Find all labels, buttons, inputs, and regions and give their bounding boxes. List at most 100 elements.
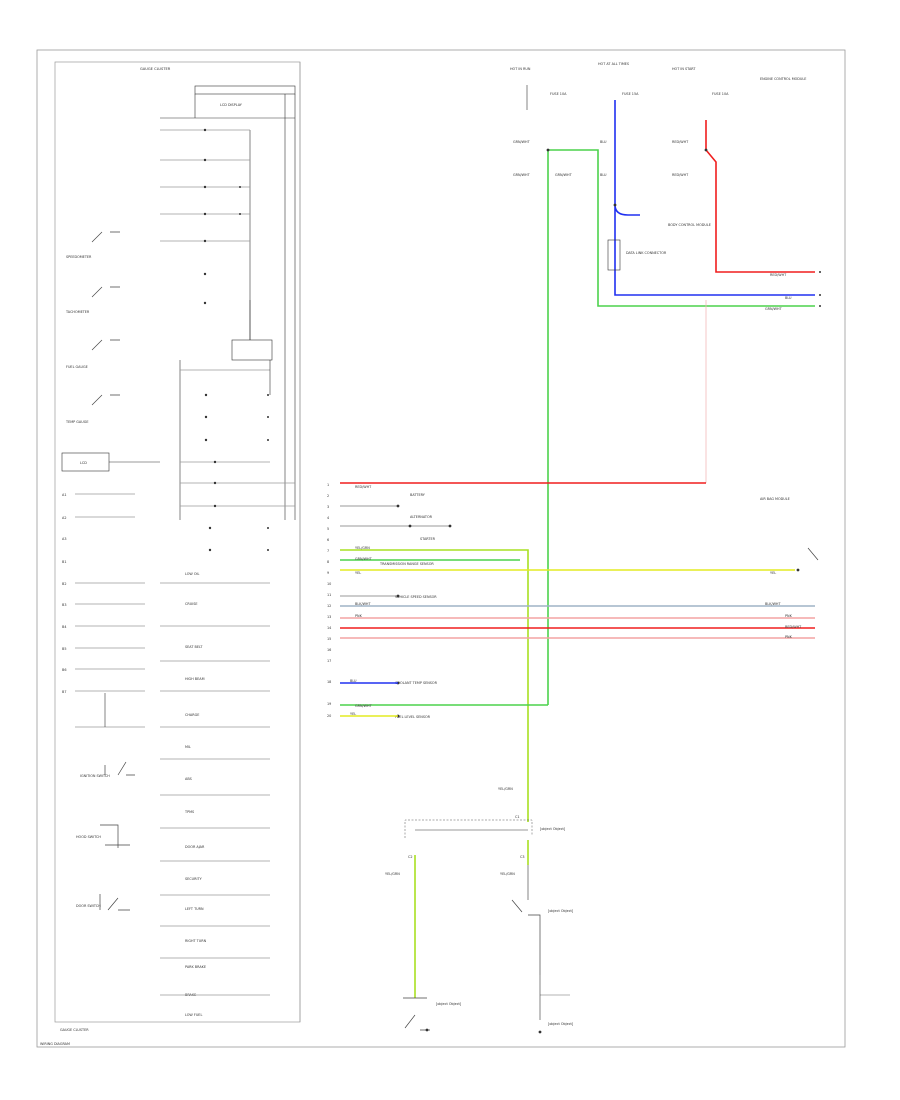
wire-label-pink-r2: PNK bbox=[785, 635, 793, 639]
svg-text:LOW FUEL: LOW FUEL bbox=[185, 1013, 202, 1017]
svg-text:CRUISE: CRUISE bbox=[185, 602, 198, 606]
source-hot-at-all-times: HOT AT ALL TIMES FUSE 15A bbox=[598, 62, 639, 96]
wire-label-red-r: RED/WHT bbox=[785, 625, 802, 629]
svg-text:B7: B7 bbox=[62, 690, 66, 694]
svg-text:B2: B2 bbox=[62, 582, 66, 586]
svg-text:DOOR SWITCH: DOOR SWITCH bbox=[76, 904, 101, 908]
svg-text:ENGINE CONTROL MODULE: ENGINE CONTROL MODULE bbox=[760, 77, 806, 81]
center-connector-pins: 1 2 3 4 5 6 7 8 9 10 11 12 13 14 15 16 1… bbox=[327, 483, 331, 718]
svg-text:2: 2 bbox=[327, 494, 329, 498]
cluster-module bbox=[231, 339, 273, 361]
gauge-switch-temp: TEMP GAUGE bbox=[65, 394, 120, 424]
svg-text:TEMP GAUGE: TEMP GAUGE bbox=[65, 420, 88, 424]
svg-text:10: 10 bbox=[327, 582, 331, 586]
svg-text:HOT AT ALL TIMES: HOT AT ALL TIMES bbox=[598, 62, 629, 66]
svg-text:A1: A1 bbox=[62, 493, 66, 497]
svg-text:17: 17 bbox=[327, 659, 331, 663]
wire-label-lime-3: YEL/GRN bbox=[385, 872, 400, 876]
gauge-switch-tachometer: TACHOMETER bbox=[65, 286, 120, 314]
hood-switch: HOOD SWITCH bbox=[76, 824, 130, 848]
svg-text:FUSE 15A: FUSE 15A bbox=[622, 92, 639, 96]
wire-label-grey-r: BLK/WHT bbox=[765, 602, 781, 606]
svg-text:LEFT TURN: LEFT TURN bbox=[185, 907, 204, 911]
connector-label-c2: C2 bbox=[408, 855, 413, 859]
svg-text:11: 11 bbox=[327, 593, 331, 597]
wire-label-yellow-1: YEL bbox=[355, 571, 361, 575]
svg-text:A2: A2 bbox=[62, 516, 66, 520]
source-ecm: ENGINE CONTROL MODULE bbox=[760, 77, 806, 81]
wire-label-green-center: GRN/WHT bbox=[355, 557, 373, 561]
svg-text:9: 9 bbox=[327, 571, 329, 575]
wire-label-lime-1: YEL/GRN bbox=[355, 546, 370, 550]
svg-text:DATA LINK CONNECTOR: DATA LINK CONNECTOR bbox=[626, 251, 667, 255]
parking-brake-switch: [object Object] bbox=[403, 997, 462, 1032]
wire-label-green-1: GRN/WHT bbox=[513, 140, 531, 144]
svg-text:3: 3 bbox=[327, 505, 329, 509]
gauge-cluster-title: GAUGE CLUSTER bbox=[140, 67, 171, 71]
ignition-switch: IGNITION SWITCH bbox=[80, 761, 135, 778]
svg-text:ABS: ABS bbox=[185, 777, 192, 781]
svg-text:HOOD SWITCH: HOOD SWITCH bbox=[76, 835, 101, 839]
svg-text:SPEEDOMETER: SPEEDOMETER bbox=[66, 255, 92, 259]
svg-text:ALTERNATOR: ALTERNATOR bbox=[410, 515, 433, 519]
wire-green-upper bbox=[547, 149, 815, 705]
brake-fluid-sensor: [object Object] [object Object] bbox=[511, 899, 574, 1034]
wire-label-lime-4: YEL/GRN bbox=[500, 872, 515, 876]
printed-unit-label: LCD DISPLAY bbox=[220, 103, 243, 107]
wire-label-green-center-2: GRN/WHT bbox=[355, 704, 373, 708]
svg-text:FUEL GAUGE: FUEL GAUGE bbox=[66, 365, 88, 369]
svg-text:[object Object]: [object Object] bbox=[548, 1022, 574, 1026]
svg-text:14: 14 bbox=[327, 626, 331, 630]
svg-text:18: 18 bbox=[327, 680, 331, 684]
warning-lamp-labels: LOW OIL CRUISE SEAT BELT HIGH BEAM CHARG… bbox=[184, 572, 207, 1017]
svg-text:FUSE 10A: FUSE 10A bbox=[550, 92, 567, 96]
svg-text:B1: B1 bbox=[62, 560, 66, 564]
source-hot-in-start: HOT IN START FUSE 10A bbox=[672, 67, 729, 96]
svg-text:TRANSMISSION RANGE SENSOR: TRANSMISSION RANGE SENSOR bbox=[379, 562, 434, 566]
wire-label-grey: BLK/WHT bbox=[355, 602, 371, 606]
svg-text:IGNITION SWITCH: IGNITION SWITCH bbox=[80, 774, 110, 778]
svg-text:7: 7 bbox=[327, 549, 329, 553]
svg-text:HOT IN START: HOT IN START bbox=[672, 67, 696, 71]
wire-label-blue-2: BLU bbox=[600, 173, 607, 177]
wire-label-yellow-2: YEL bbox=[770, 571, 776, 575]
cluster-footer-label: GAUGE CLUSTER bbox=[60, 1028, 89, 1032]
wire-blue bbox=[614, 100, 815, 296]
junction-block: [object Object] C1 bbox=[404, 815, 566, 838]
svg-text:B4: B4 bbox=[62, 625, 66, 629]
cluster-pin-labels: A1 A2 A3 B1 B2 B3 B4 B5 B6 B7 bbox=[62, 493, 66, 694]
wire-label-lime-2: YEL/GRN bbox=[498, 787, 513, 791]
svg-text:A3: A3 bbox=[62, 537, 66, 541]
top-power-sources: HOT IN RUN FUSE 10A HOT AT ALL TIMES FUS… bbox=[510, 62, 806, 110]
wire-label-red-3: RED/WHT bbox=[770, 273, 787, 277]
wire-label-blue-3: BLU bbox=[785, 296, 792, 300]
svg-text:15: 15 bbox=[327, 637, 331, 641]
svg-text:DOOR AJAR: DOOR AJAR bbox=[185, 845, 205, 849]
svg-text:SEAT BELT: SEAT BELT bbox=[185, 645, 203, 649]
svg-text:1: 1 bbox=[327, 483, 329, 487]
svg-text:CHARGE: CHARGE bbox=[185, 713, 199, 717]
svg-text:MIL: MIL bbox=[185, 745, 191, 749]
svg-text:SECURITY: SECURITY bbox=[185, 877, 203, 881]
wire-label-red-2: RED/WHT bbox=[672, 173, 689, 177]
wire-label-pink-r: PNK bbox=[785, 614, 793, 618]
connector-label-c1: C1 bbox=[515, 815, 520, 819]
svg-text:4: 4 bbox=[327, 516, 329, 520]
gauge-switch-speedometer: SPEEDOMETER bbox=[66, 231, 120, 259]
svg-text:6: 6 bbox=[327, 538, 329, 542]
svg-text:19: 19 bbox=[327, 702, 331, 706]
diagram-frame bbox=[36, 49, 846, 1048]
wire-label-yellow-center: YEL bbox=[350, 712, 356, 716]
svg-text:STARTER: STARTER bbox=[420, 537, 436, 541]
wire-green-center bbox=[340, 559, 548, 706]
svg-text:20: 20 bbox=[327, 714, 331, 718]
gauge-switch-fuel: FUEL GAUGE bbox=[66, 339, 120, 369]
svg-text:VEHICLE SPEED SENSOR: VEHICLE SPEED SENSOR bbox=[395, 595, 437, 599]
wire-lime-center bbox=[340, 549, 529, 822]
svg-text:B6: B6 bbox=[62, 668, 66, 672]
svg-text:COOLANT TEMP SENSOR: COOLANT TEMP SENSOR bbox=[395, 681, 438, 685]
svg-text:FUSE 10A: FUSE 10A bbox=[712, 92, 729, 96]
svg-text:RIGHT TURN: RIGHT TURN bbox=[185, 939, 207, 943]
wire-label-blue-center: BLU bbox=[350, 679, 357, 683]
